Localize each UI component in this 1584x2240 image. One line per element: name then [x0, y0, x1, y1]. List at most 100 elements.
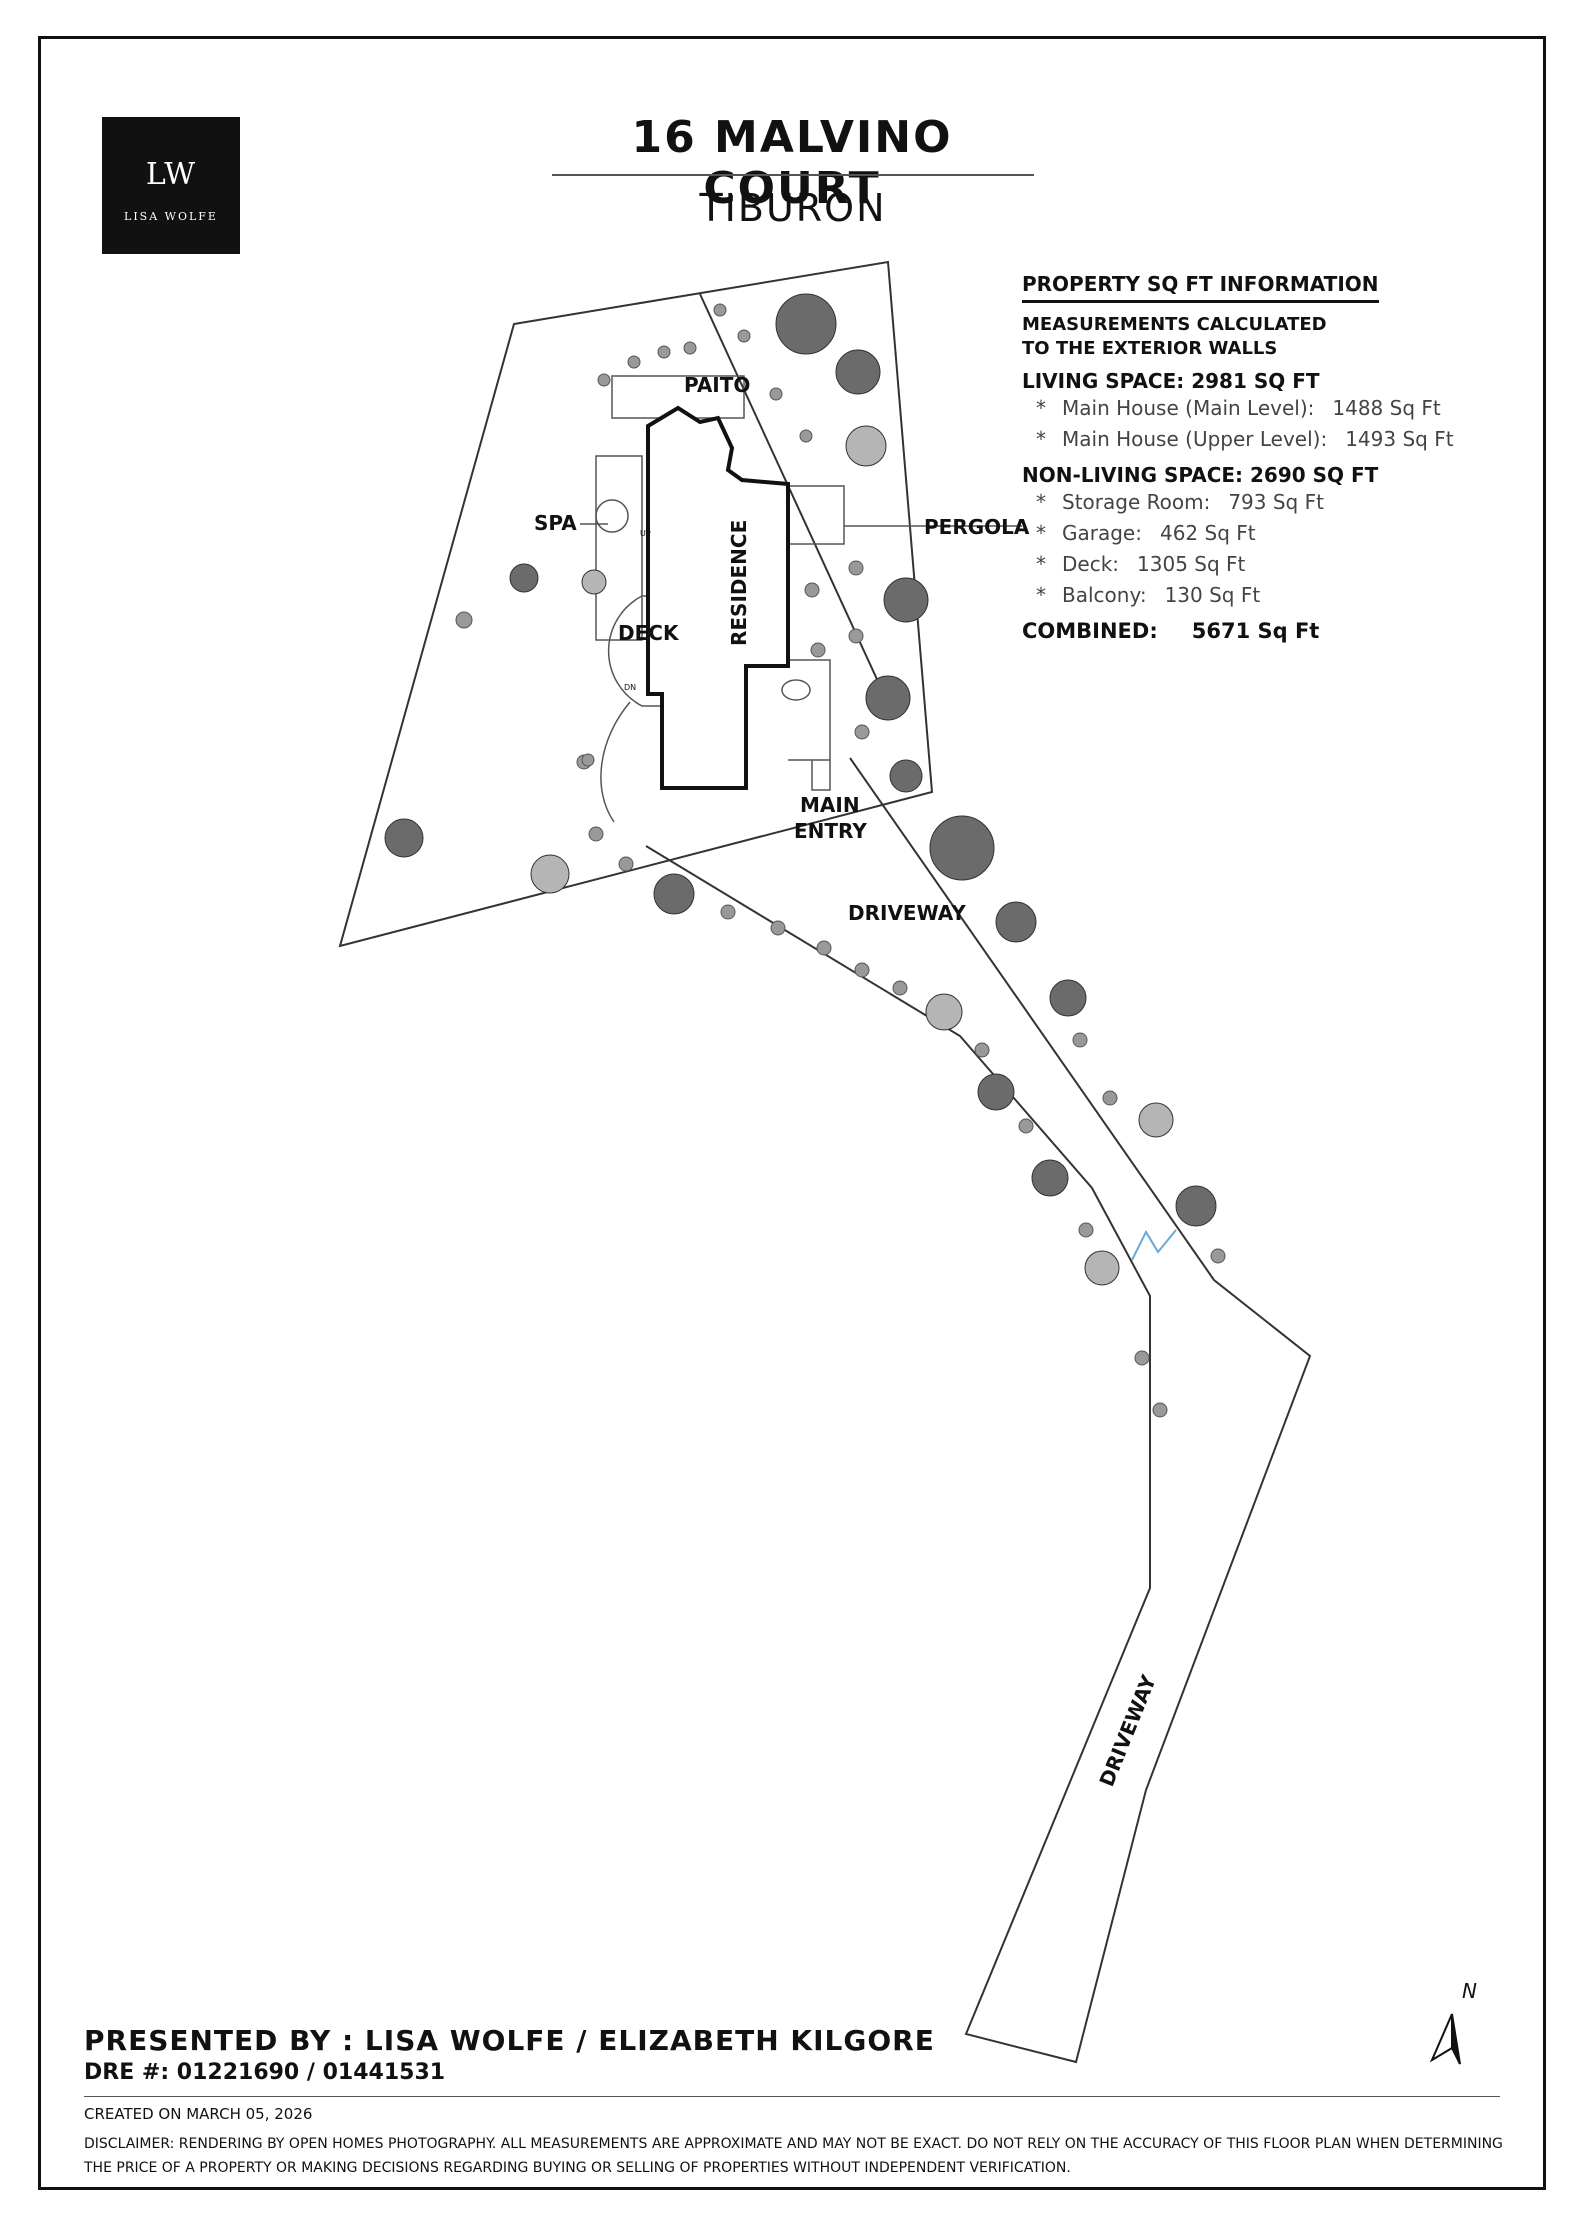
- property-boundary: [338, 260, 934, 948]
- bullet: *: [1036, 396, 1046, 420]
- logo-name: LISA WOLFE: [124, 210, 218, 223]
- tree-icon: [883, 577, 929, 623]
- tree-icon: [1175, 1185, 1217, 1227]
- tree-icon: [509, 563, 539, 593]
- sqft-row: *Storage Room:793 Sq Ft: [1036, 487, 1492, 518]
- shrub-icon: [1152, 1402, 1168, 1418]
- shrub-icon: [597, 373, 611, 387]
- shrub-icon: [588, 826, 604, 842]
- shrub-icon: [810, 642, 826, 658]
- shrub-icon: [627, 355, 641, 369]
- main-entry-label: MAIN: [800, 793, 860, 817]
- shrub-icon: [1078, 1222, 1094, 1238]
- tree-icon: [835, 349, 881, 395]
- shrub-icon: [720, 904, 736, 920]
- sqft-row-value: 793 Sq Ft: [1228, 490, 1324, 514]
- shrub-icon: [455, 611, 473, 629]
- north-arrow-icon: N: [1429, 1979, 1477, 2065]
- driveway: [645, 757, 1312, 2064]
- driveway-label: DRIVEWAY: [848, 901, 966, 925]
- stair-label: DN: [624, 683, 636, 692]
- shrub-icon: [974, 1042, 990, 1058]
- brand-logo: LW LISA WOLFE: [102, 117, 240, 254]
- shrub-icon: [1102, 1090, 1118, 1106]
- sqft-row-value: 1305 Sq Ft: [1137, 552, 1246, 576]
- living-space-heading: LIVING SPACE: 2981 SQ FT: [1022, 369, 1320, 393]
- sqft-row-value: 1493 Sq Ft: [1345, 427, 1454, 451]
- bullet: *: [1036, 552, 1046, 576]
- tree-icon: [1138, 1102, 1174, 1138]
- tree-icon: [865, 675, 911, 721]
- driveway-label: DRIVEWAY: [1094, 1671, 1161, 1790]
- north-arrow-half: [1451, 2013, 1461, 2065]
- spa-tub: [595, 499, 629, 533]
- combined-value: 5671 Sq Ft: [1191, 619, 1320, 643]
- shrub-icon: [769, 387, 783, 401]
- shrub-icon: [1072, 1032, 1088, 1048]
- sqft-heading: PROPERTY SQ FT INFORMATION: [1022, 272, 1379, 303]
- shrub-icon: [848, 560, 864, 576]
- sqft-row: *Main House (Upper Level):1493 Sq Ft: [1036, 424, 1492, 455]
- tree-icon: [581, 569, 607, 595]
- tree-icon: [929, 815, 995, 881]
- property-city: TIBURON: [699, 186, 887, 230]
- tree-icon: [1049, 979, 1087, 1017]
- north-label: N: [1462, 1979, 1477, 2003]
- bullet: *: [1036, 583, 1046, 607]
- shrub-icon: [799, 429, 813, 443]
- tree-icon: [925, 993, 963, 1031]
- combined-label: COMBINED:: [1022, 619, 1158, 643]
- sqft-row-label: Balcony:: [1062, 583, 1147, 607]
- logo-monogram: LW: [145, 157, 197, 192]
- sqft-row-value: 462 Sq Ft: [1159, 521, 1256, 545]
- tree-icon: [653, 873, 695, 915]
- sqft-note-line: TO THE EXTERIOR WALLS: [1022, 338, 1278, 359]
- shrub-icon: [804, 582, 820, 598]
- shrub-icon: [848, 628, 864, 644]
- trees: [384, 293, 1217, 1286]
- shrub-icon: [683, 341, 697, 355]
- sqft-row: *Garage:462 Sq Ft: [1036, 518, 1492, 549]
- entry-porch: [811, 760, 831, 791]
- bullet: *: [1036, 521, 1046, 545]
- shrub-icon: [1210, 1248, 1226, 1264]
- shrubs: [455, 303, 1226, 1418]
- sqft-row-value: 130 Sq Ft: [1164, 583, 1261, 607]
- dre-numbers: DRE #: 01221690 / 01441531: [84, 2060, 446, 2085]
- shrub-icon: [1018, 1118, 1034, 1134]
- shrub-icon: [892, 980, 908, 996]
- tree-icon: [977, 1073, 1015, 1111]
- entry-planter: [781, 679, 811, 701]
- tree-icon: [775, 293, 837, 355]
- sqft-note-line: MEASUREMENTS CALCULATED: [1022, 314, 1327, 335]
- sqft-row-value: 1488 Sq Ft: [1332, 396, 1441, 420]
- disclaimer: DISCLAIMER: RENDERING BY OPEN HOMES PHOT…: [84, 2136, 1503, 2176]
- tree-icon: [530, 854, 570, 894]
- shrub-icon: [816, 940, 832, 956]
- deck-curve: [607, 595, 673, 707]
- spa-label: SPA: [534, 511, 577, 535]
- shrub-icon: [713, 303, 727, 317]
- north-arrow-half: [1429, 2013, 1453, 2063]
- driveway-outline: [645, 757, 1312, 2064]
- patio-label: PAITO: [684, 373, 750, 397]
- combined-total: COMBINED: 5671 Sq Ft: [1022, 619, 1492, 643]
- tree-icon: [1031, 1159, 1069, 1197]
- shrub-icon: [737, 329, 751, 343]
- shrub-icon: [854, 962, 870, 978]
- lot-outline: [338, 260, 934, 948]
- property-address: 16 MALVINO COURT: [631, 112, 953, 214]
- deck-label: DECK: [618, 621, 680, 645]
- presented-by: PRESENTED BY : LISA WOLFE / ELIZABETH KI…: [84, 2024, 935, 2057]
- tree-icon: [1084, 1250, 1120, 1286]
- stair-label: UP: [640, 529, 651, 538]
- sqft-row: *Deck:1305 Sq Ft: [1036, 549, 1492, 580]
- created-date: CREATED ON MARCH 05, 2026: [84, 2105, 313, 2123]
- spa-terrace: [595, 455, 643, 641]
- tree-icon: [889, 759, 923, 793]
- shrub-icon: [770, 920, 786, 936]
- gate-line: [1131, 1229, 1177, 1261]
- page-border: [38, 36, 1546, 2190]
- sqft-info-panel: PROPERTY SQ FT INFORMATION MEASUREMENTS …: [1022, 272, 1492, 643]
